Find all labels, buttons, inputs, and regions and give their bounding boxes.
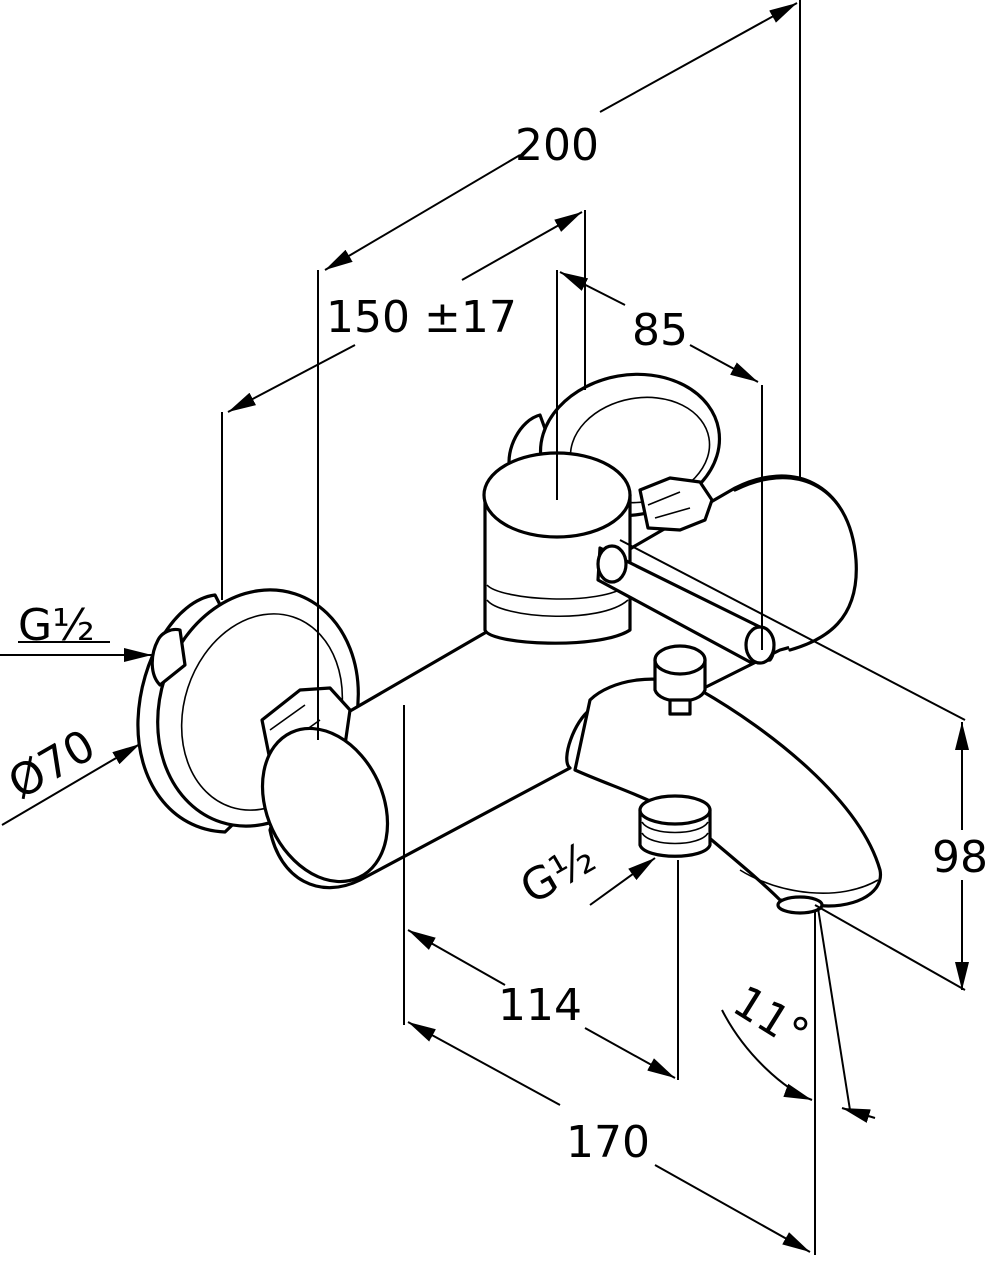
dim-spout-inner: 114: [498, 980, 582, 1031]
lever-handle: [596, 544, 776, 665]
dim-spout-projection: 170: [566, 1117, 650, 1168]
left-end-cap: [260, 726, 390, 884]
dimension-lines: [0, 0, 969, 1255]
faucet-body: [136, 372, 882, 915]
dim-height: 98: [932, 832, 988, 883]
dim-overall-width: 200: [515, 120, 599, 171]
dim-tolerance: ±17: [424, 292, 517, 343]
dim-spout-angle: 11°: [724, 976, 817, 1061]
shower-outlet-thread: [638, 794, 712, 858]
dim-thread-spout: G½: [512, 832, 604, 915]
bath-spout: [573, 677, 882, 915]
right-nut: [638, 476, 714, 532]
right-end-cap: [733, 476, 858, 652]
dim-wall-distance: 150: [326, 292, 410, 343]
dim-thread-left: G½: [18, 600, 95, 651]
diverter-knob: [653, 644, 707, 716]
dim-handle-offset: 85: [632, 305, 688, 356]
